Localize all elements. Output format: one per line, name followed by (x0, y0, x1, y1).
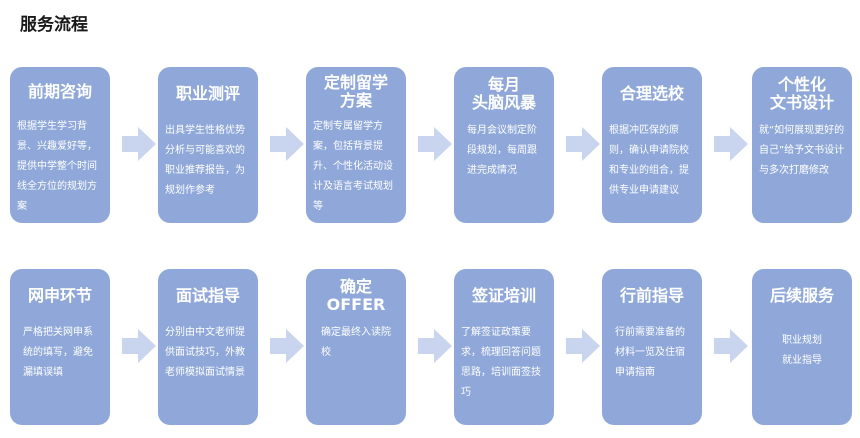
step-card: 网申环节 严格把关网申系统的填写，避免漏填误填 (10, 269, 110, 425)
step-card: 确定 OFFER 确定最终入读院校 (306, 269, 406, 425)
step-title: 职业测评 (175, 84, 240, 103)
step-description: 根据学生学习背景、兴趣爱好等，提供中学整个时间线全方位的规划方案 (17, 121, 97, 212)
arrow-right-icon (418, 327, 452, 365)
step-title: 个性化 文书设计 (769, 75, 834, 112)
step-title: 合理选校 (619, 84, 684, 103)
step-title: 确定 OFFER (326, 277, 386, 314)
step-description: 确定最终入读院校 (321, 327, 391, 358)
arrow-right-icon (270, 125, 304, 163)
step-card: 职业测评 出具学生性格优势分析与可能喜欢的职业推荐报告，为规划作参考 (158, 67, 258, 223)
arrow-right-icon (418, 125, 452, 163)
step-title: 后续服务 (769, 286, 834, 305)
arrow-right-icon (714, 125, 748, 163)
step-title: 行前指导 (619, 286, 684, 305)
step-description: 严格把关网申系统的填写，避免漏填误填 (23, 327, 93, 378)
step-description: 职业规划 就业指导 (782, 335, 822, 366)
step-card: 签证培训 了解签证政策要求，梳理回答问题思路，培训面签技巧 (454, 269, 554, 425)
step-card: 行前指导 行前需要准备的材料一览及住宿申请指南 (602, 269, 702, 425)
step-description: 就“如何展现更好的自己”给予文书设计与多次打磨修改 (759, 125, 845, 176)
step-description: 分别由中文老师提供面试技巧，外教老师模拟面试情景 (165, 327, 245, 378)
page-title: 服务流程 (20, 15, 88, 35)
step-card: 合理选校 根据冲匹保的原则，确认申请院校和专业的组合，提供专业申请建议 (602, 67, 702, 223)
step-description: 定制专属留学方案，包括背景提升、个性化活动设计及语言考试规划等 (313, 121, 393, 212)
step-title: 定制留学 方案 (323, 73, 388, 110)
step-card: 前期咨询 根据学生学习背景、兴趣爱好等，提供中学整个时间线全方位的规划方案 (10, 67, 110, 223)
arrow-right-icon (714, 327, 748, 365)
step-title: 每月 头脑风暴 (471, 75, 536, 112)
step-title: 网申环节 (27, 286, 92, 305)
process-row-1: 前期咨询 根据学生学习背景、兴趣爱好等，提供中学整个时间线全方位的规划方案 职业… (10, 67, 856, 223)
arrow-right-icon (270, 327, 304, 365)
arrow-right-icon (566, 327, 600, 365)
step-card: 每月 头脑风暴 每月会议制定阶段规划，每周跟进完成情况 (454, 67, 554, 223)
step-card: 后续服务 职业规划 就业指导 (752, 269, 852, 425)
step-card: 定制留学 方案 定制专属留学方案，包括背景提升、个性化活动设计及语言考试规划等 (306, 67, 406, 223)
step-card: 面试指导 分别由中文老师提供面试技巧，外教老师模拟面试情景 (158, 269, 258, 425)
process-row-2: 网申环节 严格把关网申系统的填写，避免漏填误填 面试指导 分别由中文老师提供面试… (10, 269, 856, 425)
step-description: 了解签证政策要求，梳理回答问题思路，培训面签技巧 (461, 327, 541, 398)
step-description: 行前需要准备的材料一览及住宿申请指南 (615, 327, 685, 378)
step-description: 出具学生性格优势分析与可能喜欢的职业推荐报告，为规划作参考 (165, 125, 245, 196)
step-card: 个性化 文书设计 就“如何展现更好的自己”给予文书设计与多次打磨修改 (752, 67, 852, 223)
step-description: 根据冲匹保的原则，确认申请院校和专业的组合，提供专业申请建议 (609, 125, 689, 196)
step-title: 面试指导 (175, 286, 240, 305)
arrow-right-icon (566, 125, 600, 163)
step-title: 前期咨询 (27, 82, 92, 101)
step-description: 每月会议制定阶段规划，每周跟进完成情况 (467, 125, 537, 176)
step-title: 签证培训 (471, 286, 536, 305)
arrow-right-icon (122, 125, 156, 163)
arrow-right-icon (122, 327, 156, 365)
